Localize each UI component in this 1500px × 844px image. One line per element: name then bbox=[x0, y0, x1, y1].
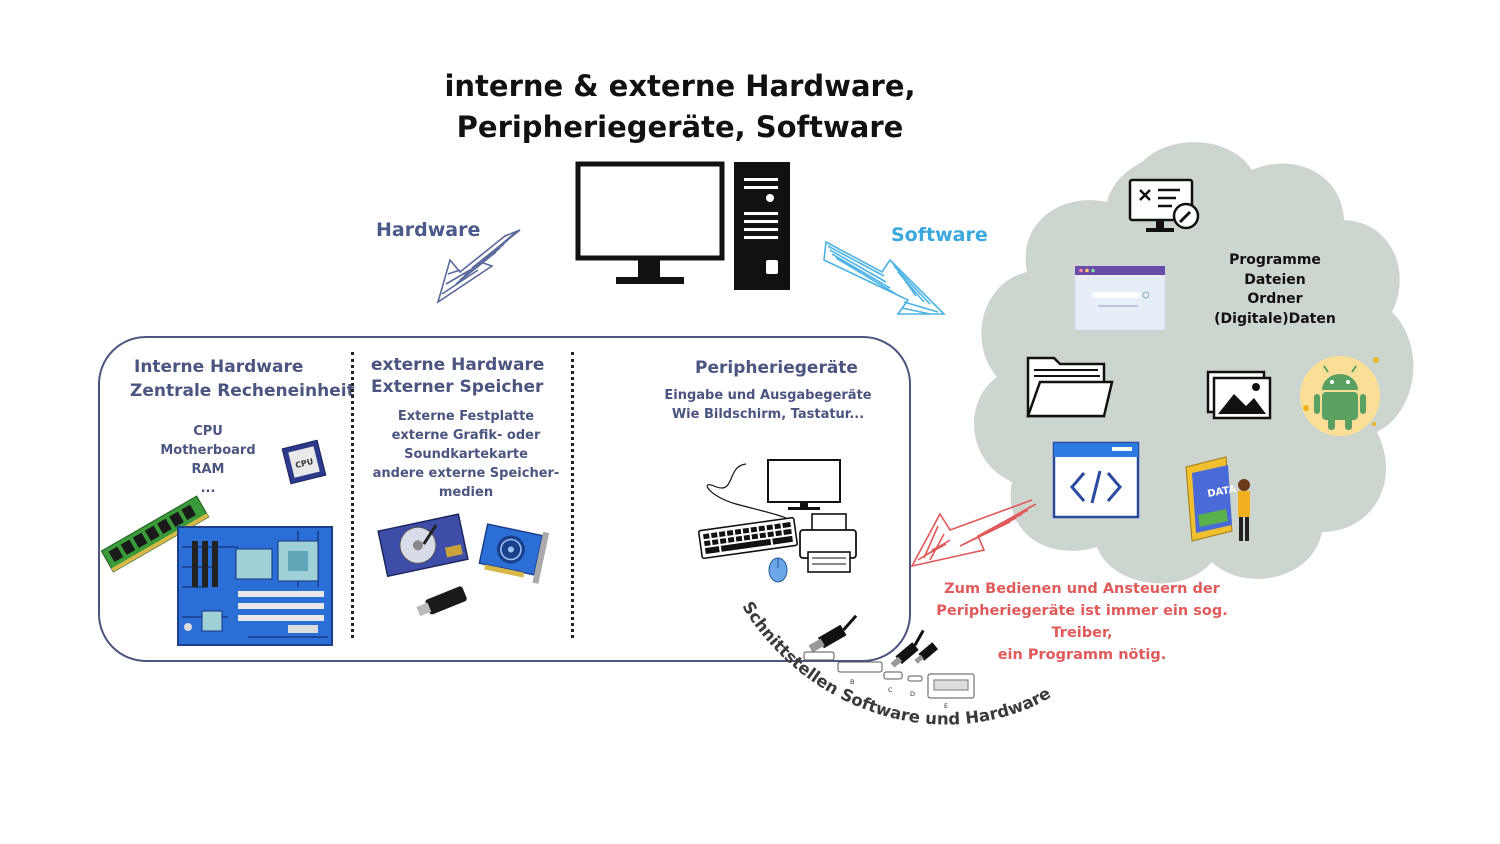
data-book-icon: DATA bbox=[1185, 456, 1250, 542]
list-item: Motherboard bbox=[160, 443, 256, 458]
internal-items-list: CPU Motherboard RAM ... bbox=[148, 422, 268, 498]
data-book-label: DATA bbox=[1207, 484, 1238, 500]
list-item: Soundkartekarte bbox=[404, 447, 528, 462]
title-line-2: Peripheriegeräte, Software bbox=[456, 110, 904, 144]
hardware-arrow-icon bbox=[436, 229, 521, 304]
graphics-card-icon bbox=[478, 523, 550, 584]
computer-icon bbox=[575, 161, 790, 290]
list-item: ... bbox=[200, 481, 216, 496]
list-item: Eingabe und Ausgabegeräte bbox=[664, 388, 872, 403]
cpu-chip-label: CPU bbox=[294, 457, 314, 470]
interface-curved-label: Schnittstellen Software und Hardware bbox=[739, 598, 1054, 729]
external-items-list: Externe Festplatte externe Grafik- oder … bbox=[366, 407, 566, 502]
internal-heading-2: Zentrale Recheneinheit bbox=[130, 381, 355, 401]
list-item: Ordner bbox=[1247, 291, 1303, 307]
internal-heading-1: Interne Hardware bbox=[134, 357, 304, 377]
column-divider bbox=[571, 352, 574, 638]
interface-connectors-icon: B C D E bbox=[803, 614, 975, 710]
list-item: (Digitale)Daten bbox=[1214, 310, 1336, 327]
driver-note-line: Peripheriegeräte ist immer ein sog. Trei… bbox=[936, 603, 1228, 641]
software-arrow-icon bbox=[823, 240, 946, 315]
interface-label-text: Schnittstellen Software und Hardware bbox=[739, 598, 1054, 729]
list-item: Dateien bbox=[1244, 271, 1306, 288]
diagram-title: interne & externe Hardware, Peripheriege… bbox=[380, 66, 980, 148]
title-line-1: interne & externe Hardware, bbox=[444, 69, 916, 103]
hardware-label: Hardware bbox=[376, 219, 481, 241]
connector-label: B bbox=[850, 678, 854, 686]
cpu-chip-icon: CPU bbox=[281, 439, 327, 485]
connector-label: C bbox=[888, 686, 893, 694]
code-window-icon bbox=[1052, 441, 1140, 519]
settings-monitor-icon bbox=[1128, 178, 1200, 232]
motherboard-icon bbox=[177, 526, 333, 646]
browser-window-icon bbox=[1074, 265, 1166, 331]
software-label: Software bbox=[891, 224, 988, 246]
connector-label: D bbox=[910, 690, 915, 698]
list-item: Wie Bildschirm, Tastatur... bbox=[671, 407, 865, 422]
list-item: CPU bbox=[193, 424, 223, 439]
list-item: Programme bbox=[1229, 252, 1321, 268]
list-item: andere externe Speicher- bbox=[372, 466, 560, 481]
driver-note-line: Zum Bedienen und Ansteuern der bbox=[944, 581, 1220, 597]
hard-drive-icon bbox=[377, 513, 469, 578]
hardware-box bbox=[98, 336, 911, 662]
list-item: externe Grafik- oder bbox=[391, 428, 541, 443]
peripheral-items-list: Eingabe und Ausgabegeräte Wie Bildschirm… bbox=[660, 386, 876, 424]
column-divider bbox=[351, 352, 354, 638]
list-item: medien bbox=[438, 485, 494, 500]
image-gallery-icon bbox=[1206, 370, 1272, 420]
driver-note-line: ein Programm nötig. bbox=[997, 647, 1167, 663]
svg-text:Schnittstellen Software und Ha: Schnittstellen Software und Hardware bbox=[739, 598, 1054, 729]
external-heading-1: externe Hardware bbox=[371, 355, 545, 375]
software-items-list: Programme Dateien Ordner (Digitale)Daten bbox=[1210, 251, 1340, 329]
driver-arrow-icon bbox=[910, 499, 1037, 568]
external-heading-2: Externer Speicher bbox=[371, 377, 544, 397]
android-icon bbox=[1300, 356, 1380, 436]
usb-stick-icon bbox=[416, 586, 467, 617]
list-item: RAM bbox=[191, 462, 225, 477]
connector-label: E bbox=[944, 702, 948, 710]
list-item: Externe Festplatte bbox=[397, 409, 535, 424]
peripheral-heading: Peripheriegeräte bbox=[695, 358, 858, 378]
peripheral-devices-icon bbox=[697, 459, 857, 583]
driver-note: Zum Bedienen und Ansteuern der Peripheri… bbox=[912, 578, 1252, 666]
folder-icon bbox=[1026, 356, 1114, 418]
